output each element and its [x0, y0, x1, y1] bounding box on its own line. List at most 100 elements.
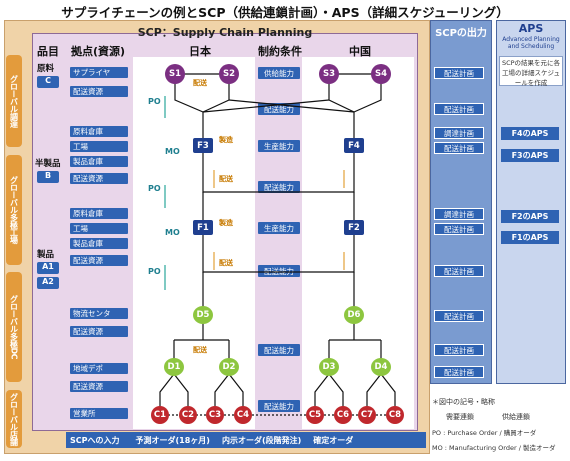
res-raw-warehouse-2: 原料倉庫: [70, 208, 128, 219]
output-plan-3: 調達計画: [434, 127, 484, 139]
label-haisou-3: 配送: [219, 259, 233, 267]
cat-product: 製品: [37, 250, 55, 260]
label-haisou-4: 配送: [193, 346, 207, 354]
constraint-delivery-5: 配送能力: [258, 400, 300, 412]
input-bar-label: SCPへの入力: [70, 435, 120, 445]
cat-product-a2: A2: [37, 277, 59, 289]
node-c7: C7: [358, 406, 376, 424]
res-factory-1: 工場: [70, 141, 128, 152]
label-haisou-2: 配送: [219, 175, 233, 183]
node-d5: D5: [193, 306, 213, 324]
label-mo-1: MO: [165, 147, 180, 156]
node-s1: S1: [165, 64, 185, 84]
label-po-3: PO: [148, 267, 161, 276]
node-c2: C2: [179, 406, 197, 424]
res-delivery-5: 配送資源: [70, 381, 128, 392]
scp-output-panel: [430, 20, 492, 384]
node-c6: C6: [334, 406, 352, 424]
node-f2: F2: [344, 220, 364, 235]
col-japan: 日本: [189, 45, 211, 58]
res-delivery-1: 配送資源: [70, 86, 128, 97]
label-po-1: PO: [148, 97, 161, 106]
node-c3: C3: [206, 406, 224, 424]
node-c4: C4: [234, 406, 252, 424]
constraint-supply: 供給能力: [258, 67, 300, 79]
cat-raw-code: C: [37, 76, 59, 88]
output-plan-4: 配送計画: [434, 142, 484, 154]
input-fixed: 確定オーダ: [313, 435, 354, 445]
cat-semi: 半製品: [35, 159, 61, 169]
side-label-factory: グローバル多極工場: [6, 155, 22, 265]
aps-f4: F4のAPS: [501, 127, 559, 140]
cat-semi-code: B: [37, 171, 59, 183]
node-f3: F3: [193, 138, 213, 153]
node-f4: F4: [344, 138, 364, 153]
label-po-2: PO: [148, 184, 161, 193]
node-f1: F1: [193, 220, 213, 235]
output-plan-6: 配送計画: [434, 223, 484, 235]
constraint-production-2: 生産能力: [258, 222, 300, 234]
constraint-delivery-2: 配送能力: [258, 181, 300, 193]
res-factory-2: 工場: [70, 223, 128, 234]
col-constraint: 制約条件: [258, 45, 302, 58]
side-label-dc: グローバル多極DC: [6, 272, 22, 382]
input-forecast: 予測オーダ(18ヶ月): [135, 435, 210, 445]
aps-header: APS: [518, 22, 544, 35]
label-haisou-1: 配送: [193, 79, 207, 87]
legend-demand: 需要連鎖: [446, 413, 474, 421]
res-supplier: サプライヤ: [70, 67, 128, 78]
legend-title: ＊図中の記号・略称: [432, 398, 495, 406]
label-mo-2: MO: [165, 228, 180, 237]
constraint-production-1: 生産能力: [258, 140, 300, 152]
label-seizou-1: 製造: [219, 136, 233, 144]
node-d6: D6: [344, 306, 364, 324]
node-d2: D2: [219, 358, 239, 376]
node-c1: C1: [151, 406, 169, 424]
node-d3: D3: [319, 358, 339, 376]
constraint-delivery-3: 配送能力: [258, 265, 300, 277]
node-s3: S3: [319, 64, 339, 84]
label-seizou-2: 製造: [219, 219, 233, 227]
cat-raw: 原料: [37, 64, 55, 74]
res-regional-depot: 地域デポ: [70, 363, 128, 374]
constraint-delivery-4: 配送能力: [258, 344, 300, 356]
output-plan-8: 配送計画: [434, 310, 484, 322]
output-plan-9: 配送計画: [434, 344, 484, 356]
scp-header: SCP：Supply Chain Planning: [137, 26, 313, 39]
res-logistics-center: 物流センタ: [70, 308, 128, 319]
col-china: 中国: [349, 45, 371, 58]
input-bar: SCPへの入力 予測オーダ(18ヶ月) 内示オーダ(段階発注) 確定オーダ: [66, 432, 426, 448]
node-c5: C5: [306, 406, 324, 424]
node-c8: C8: [386, 406, 404, 424]
res-product-warehouse-1: 製品倉庫: [70, 156, 128, 167]
aps-f2: F2のAPS: [501, 210, 559, 223]
output-plan-7: 配送計画: [434, 265, 484, 277]
side-label-store: グローバル店舗: [6, 390, 22, 448]
res-delivery-3: 配送資源: [70, 255, 128, 266]
cat-product-a1: A1: [37, 262, 59, 274]
res-delivery-2: 配送資源: [70, 173, 128, 184]
aps-subtitle: Advanced Planning and Scheduling: [502, 36, 560, 50]
node-d1: D1: [164, 358, 184, 376]
node-s2: S2: [219, 64, 239, 84]
legend-mo: MO : Manufacturing Order / 製造オーダ: [432, 444, 556, 452]
aps-f1: F1のAPS: [501, 231, 559, 244]
output-plan-1: 配送計画: [434, 67, 484, 79]
res-delivery-4: 配送資源: [70, 326, 128, 337]
node-s4: S4: [371, 64, 391, 84]
output-plan-2: 配送計画: [434, 103, 484, 115]
output-plan-10: 配送計画: [434, 366, 484, 378]
res-raw-warehouse-1: 原料倉庫: [70, 126, 128, 137]
node-d4: D4: [371, 358, 391, 376]
col-item: 品目: [37, 45, 59, 58]
page-title: サプライチェーンの例とSCP（供給連鎖計画）・APS（詳細スケジューリング）: [61, 5, 509, 20]
legend-supply: 供給連鎖: [502, 413, 530, 421]
input-internal: 内示オーダ(段階発注): [221, 435, 302, 445]
res-sales-office: 営業所: [70, 408, 128, 419]
res-product-warehouse-2: 製品倉庫: [70, 238, 128, 249]
aps-f3: F3のAPS: [501, 149, 559, 162]
output-plan-5: 調達計画: [434, 208, 484, 220]
aps-note: SCPの結果を元に各工場の詳細スケジュールを作成: [499, 56, 563, 87]
side-label-procurement: グローバル調達: [6, 55, 22, 147]
